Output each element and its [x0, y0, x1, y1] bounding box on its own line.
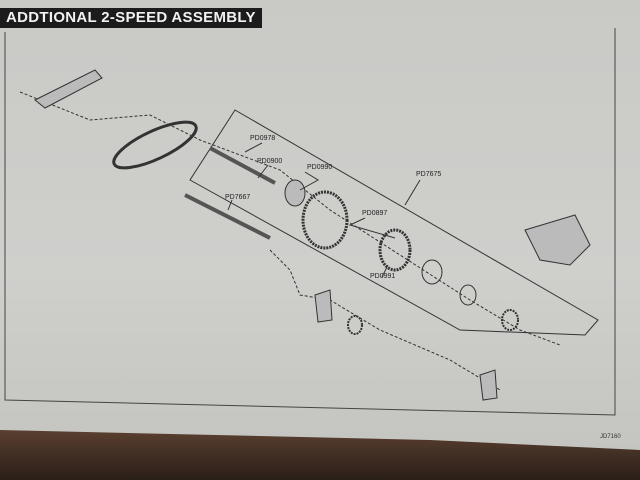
part-label: PD0991 [370, 273, 395, 280]
part-labels: PD0978 PD0900 PD0990 PD7675 PD7667 PD089… [225, 135, 441, 280]
part-label: PD0990 [307, 164, 332, 171]
page-title: ADDTIONAL 2-SPEED ASSEMBLY [0, 8, 262, 28]
assembly-outline [189, 109, 599, 336]
manual-page [0, 0, 640, 450]
part-label: PD0978 [250, 135, 275, 142]
part-label: PD7675 [416, 171, 441, 178]
part-label: PD0900 [257, 158, 282, 165]
page-code: JD7160 [600, 434, 621, 440]
part-label: PD0897 [362, 210, 387, 217]
part-label: PD7667 [225, 194, 250, 201]
